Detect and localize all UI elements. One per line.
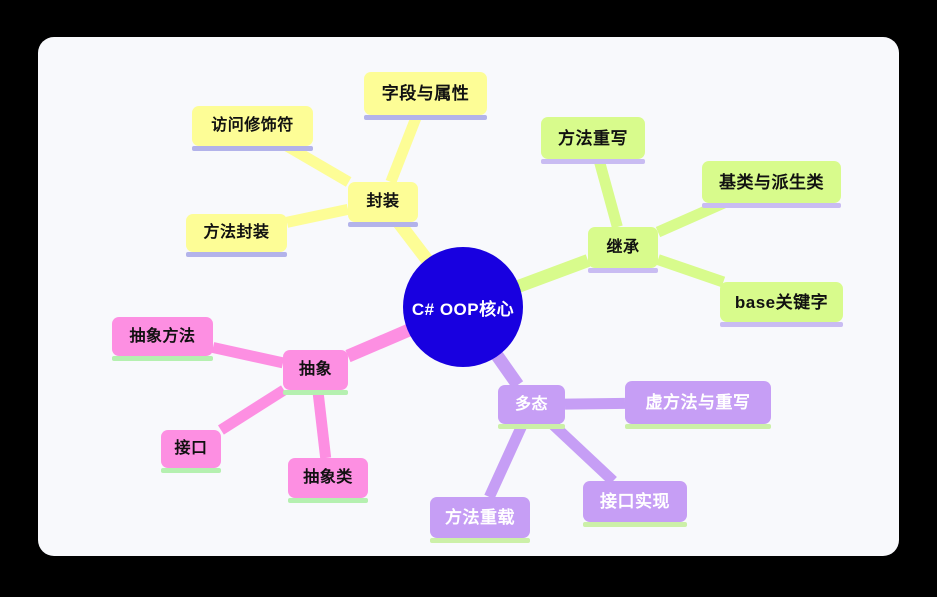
mindmap-edge — [211, 342, 285, 369]
child-node-inheritance-0[interactable]: 方法重写 — [541, 117, 645, 164]
mindmap-edge — [284, 141, 352, 187]
child-node-polymorphism-1[interactable]: 接口实现 — [583, 481, 687, 527]
child-node-inheritance-1[interactable]: 基类与派生类 — [702, 161, 841, 208]
node-label: 抽象方法 — [129, 327, 196, 345]
node-label: 封装 — [366, 193, 400, 210]
node-label: 多态 — [514, 395, 548, 413]
mindmap-edge — [548, 419, 617, 486]
child-node-inheritance-2[interactable]: base关键字 — [720, 282, 843, 327]
child-node-abstraction-0[interactable]: 抽象方法 — [112, 317, 213, 361]
mindmap-edge — [217, 385, 287, 435]
mindmap-edge — [515, 254, 591, 293]
branch-node-abstraction[interactable]: 抽象 — [283, 350, 348, 395]
mindmap-edge — [656, 254, 726, 288]
node-label: 抽象类 — [303, 469, 353, 486]
node-label: 抽象 — [298, 361, 332, 378]
mindmap-edge — [564, 397, 626, 410]
branch-node-polymorphism[interactable]: 多态 — [498, 385, 565, 429]
child-node-encapsulation-1[interactable]: 访问修饰符 — [192, 106, 313, 151]
mindmap-edge — [312, 389, 332, 459]
node-label: 接口 — [174, 440, 208, 457]
mindmap-edge — [345, 323, 413, 363]
node-label: 方法重载 — [445, 508, 515, 527]
node-label: 接口实现 — [600, 492, 670, 511]
mindmap-edge — [393, 218, 434, 265]
child-node-polymorphism-2[interactable]: 方法重载 — [430, 497, 530, 543]
child-node-encapsulation-2[interactable]: 方法封装 — [186, 214, 287, 257]
child-node-polymorphism-0[interactable]: 虚方法与重写 — [625, 381, 771, 429]
mindmap-edge — [285, 204, 350, 228]
child-node-encapsulation-0[interactable]: 字段与属性 — [364, 72, 487, 120]
mindmap-panel: 封装 字段与属性访问修饰符方法封装继承 方法重写基类与派生类 base关键字多态 虚方法… — [38, 37, 899, 556]
child-node-abstraction-2[interactable]: 抽象类 — [288, 458, 368, 503]
mindmap-edge — [593, 157, 623, 229]
node-label: 继承 — [606, 238, 640, 256]
node-label: base关键字 — [734, 292, 829, 312]
branch-node-inheritance[interactable]: 继承 — [588, 227, 658, 273]
node-label: 虚方法与重写 — [645, 393, 751, 412]
root-node-label: C# OOP核心 — [411, 299, 515, 319]
root-node[interactable]: C# OOP核心 — [403, 247, 523, 367]
branch-node-encapsulation[interactable]: 封装 — [348, 182, 418, 227]
node-label: 方法重写 — [558, 128, 628, 148]
node-label: 字段与属性 — [381, 84, 470, 103]
mindmap-edge — [484, 421, 528, 500]
node-label: 方法封装 — [203, 224, 270, 241]
child-node-abstraction-1[interactable]: 接口 — [161, 430, 221, 473]
mindmap-edge — [491, 350, 524, 389]
mindmap-edge — [385, 112, 423, 185]
node-label: 基类与派生类 — [719, 172, 824, 192]
node-label: 访问修饰符 — [211, 117, 294, 134]
